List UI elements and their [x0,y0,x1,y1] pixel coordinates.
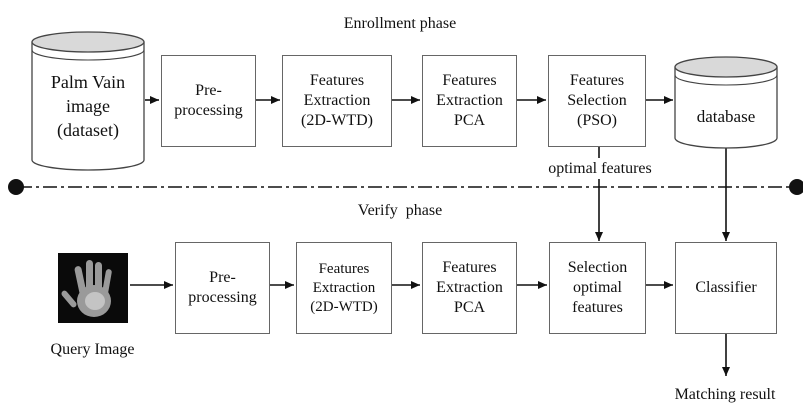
verify-phase-label: Verify phase [357,202,443,219]
optimal-features-label: optimal features [530,158,670,179]
verify-step-pca: Features Extraction PCA [422,242,517,334]
dataset-label: Palm Vain image (dataset) [50,72,126,140]
divider-endpoint-left [8,179,24,195]
enroll-step-pca: Features Extraction PCA [422,55,517,147]
matching-result-label: Matching result [674,386,776,403]
classifier-label: Classifier [695,279,757,296]
divider-endpoint-right [789,179,803,195]
enroll-step-label: Features Extraction PCA [436,72,503,129]
verify-step-wtd: Features Extraction (2D-WTD) [296,242,392,334]
verify-step-label: Features Extraction (2D-WTD) [310,260,378,315]
palm-hand-icon [58,253,128,323]
enroll-step-label: Pre- processing [174,82,243,119]
enroll-step-preprocessing: Pre- processing [161,55,256,147]
classifier-box: Classifier [675,242,777,334]
enrollment-phase-label: Enrollment phase [343,15,457,32]
verify-step-label: Pre- processing [188,269,257,306]
query-image-label: Query Image [50,341,135,358]
dataset-cylinder [31,31,145,171]
verify-step-label: Features Extraction PCA [436,259,503,316]
enroll-step-label: Features Extraction (2D-WTD) [301,72,373,129]
database-cylinder [674,56,778,149]
enroll-step-pso: Features Selection (PSO) [548,55,646,147]
verify-step-selection: Selection optimal features [549,242,646,334]
enroll-step-wtd: Features Extraction (2D-WTD) [282,55,392,147]
enroll-step-label: Features Selection (PSO) [567,72,627,129]
verify-step-preprocessing: Pre- processing [175,242,270,334]
verify-step-label: Selection optimal features [567,259,628,316]
database-label: database [696,107,756,126]
